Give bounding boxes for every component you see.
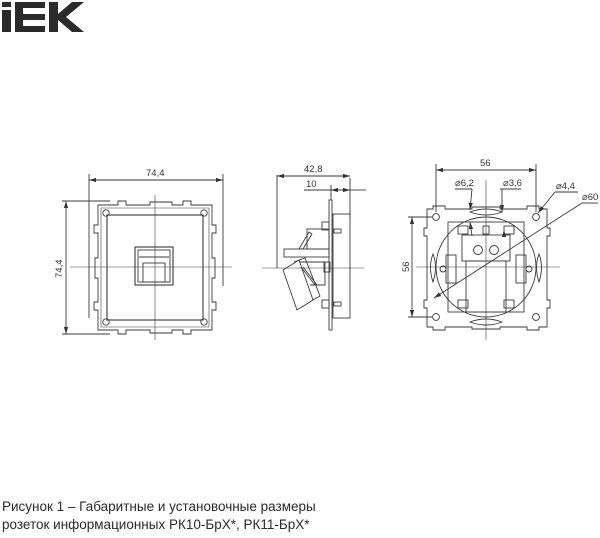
hole-6-2-dim: ⌀6,2: [455, 178, 474, 189]
caption-line-1: Рисунок 1 – Габаритные и установочные ра…: [2, 499, 316, 514]
side-front-dim: 10: [306, 179, 317, 190]
front-height-dim: 74,4: [54, 260, 65, 279]
front-width-dim: 74,4: [146, 168, 165, 179]
hole-4-4-dim: ⌀4,4: [556, 181, 575, 192]
back-width-dim: 56: [480, 158, 491, 169]
circle-60-dim: ⌀60: [582, 192, 598, 203]
hole-3-6-dim: ⌀3,6: [503, 178, 522, 189]
side-view: [262, 173, 366, 331]
front-view: [62, 174, 232, 340]
back-view: [408, 164, 598, 340]
back-height-dim: 56: [401, 261, 412, 272]
caption-line-2: розеток информационных РК10-БрХ*, РК11-Б…: [2, 517, 310, 532]
side-depth-dim: 42,8: [304, 164, 323, 175]
iek-logo: [2, 2, 84, 32]
figure-caption: Рисунок 1 – Габаритные и установочные ра…: [2, 498, 316, 534]
